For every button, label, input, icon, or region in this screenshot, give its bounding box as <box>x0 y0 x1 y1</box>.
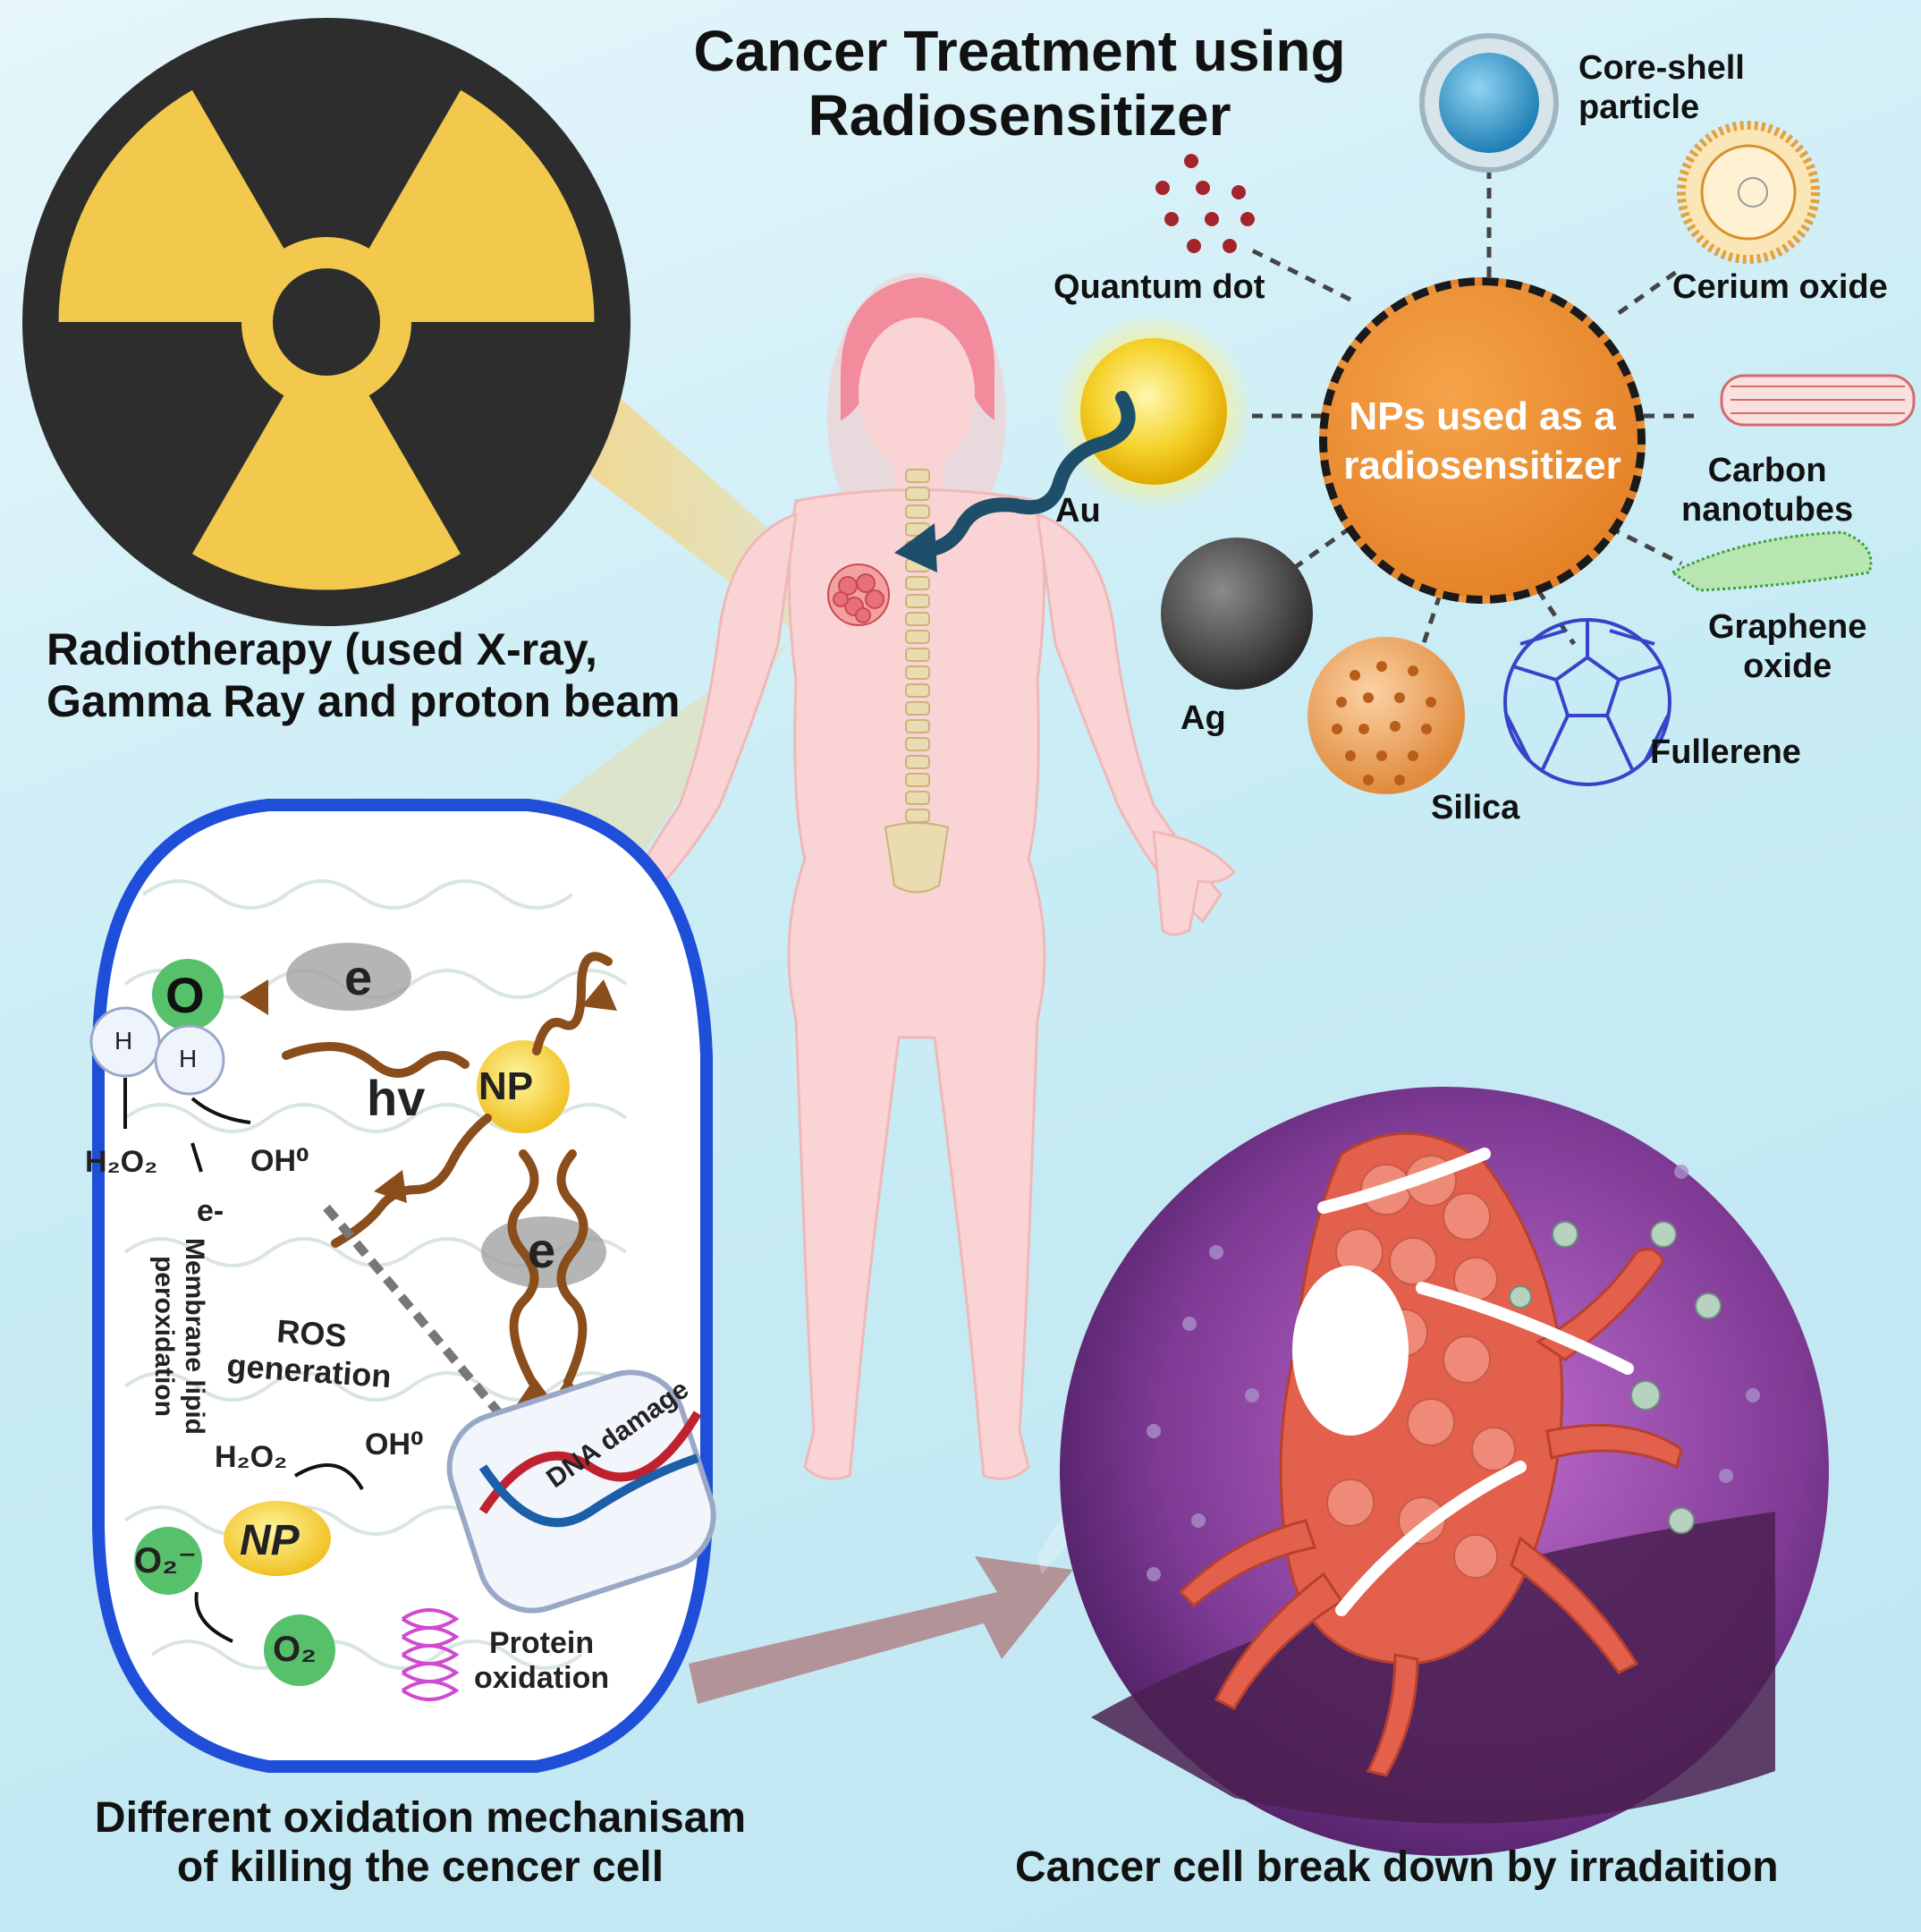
label-radiotherapy: Radiotherapy (used X-ray,Gamma Ray and p… <box>47 624 681 726</box>
arrow-cell-to-tumor <box>689 1556 1073 1704</box>
superoxide-atom-icon <box>134 1527 202 1595</box>
caption-cancer-breakdown: Cancer cell break down by irradaition <box>1015 1843 1779 1891</box>
text-hydrogen-1: H <box>114 1027 133 1055</box>
text-electron-2: e <box>528 1222 556 1278</box>
text-oh-b: OH⁰ <box>365 1428 424 1462</box>
fullerene-icon <box>1503 618 1671 786</box>
carbon-nanotube-icon <box>1720 374 1916 427</box>
text-oxygen: O <box>165 967 205 1023</box>
protein-icon <box>401 1608 460 1701</box>
arrow-head-icon-3 <box>374 1170 407 1203</box>
text-e-minus: e- <box>197 1194 224 1228</box>
electron-cloud-icon <box>286 943 411 1011</box>
text-h2o2-b: H₂O₂ <box>215 1440 288 1474</box>
text-superoxide: O₂⁻ <box>134 1541 197 1580</box>
label-quantum-dot: Quantum dot <box>1054 268 1265 306</box>
label-silica: Silica <box>1431 789 1520 826</box>
human-body-illustration <box>623 273 1237 1480</box>
label-ag: Ag <box>1181 699 1226 737</box>
tumor-spot <box>827 564 890 626</box>
radiation-symbol-icon <box>22 18 630 626</box>
core-shell-particle-icon <box>1419 33 1559 173</box>
page-title: Cancer Treatment using Radiosensitizer <box>617 19 1422 148</box>
hub-line-2: radiosensitizer <box>1343 443 1621 487</box>
hub-circle: NPs used as a radiosensitizer <box>1319 277 1646 604</box>
text-h2o2-a: H₂O₂ <box>85 1145 158 1179</box>
text-electron-1: e <box>344 949 373 1005</box>
title-line-2: Radiosensitizer <box>808 82 1231 148</box>
hub-connectors <box>1250 152 1699 663</box>
arrow-head-icon-4 <box>581 979 617 1011</box>
nanoparticle-np-icon-2 <box>224 1501 331 1576</box>
cerium-oxide-icon <box>1677 121 1820 264</box>
text-o2: O₂ <box>273 1630 317 1669</box>
title-line-1: Cancer Treatment using <box>693 19 1346 83</box>
text-np-1: NP <box>478 1064 534 1108</box>
graphene-oxide-icon <box>1670 530 1873 592</box>
reaction-arrows <box>123 1078 364 1643</box>
label-au: Au <box>1055 492 1101 530</box>
dashed-arrow-ros-to-dna <box>323 1204 518 1435</box>
oxygen-atom-icon <box>152 959 224 1030</box>
hydrogen-atom-icon-2 <box>154 1024 225 1096</box>
silica-icon <box>1307 637 1465 794</box>
text-oh-a: OH⁰ <box>250 1144 309 1178</box>
arrow-head-icon <box>894 523 937 572</box>
arrow-head-icon-2 <box>240 979 268 1015</box>
dna-damage-box <box>446 1369 716 1614</box>
text-np-2: NP <box>240 1517 300 1564</box>
text-hydrogen-2: H <box>179 1045 198 1072</box>
o2-atom-icon <box>264 1614 335 1686</box>
label-fullerene: Fullerene <box>1650 733 1801 771</box>
text-hv: hv <box>367 1070 426 1126</box>
photon-waves <box>282 952 613 1386</box>
ag-nanoparticle-icon <box>1161 538 1313 690</box>
tumor-breakdown-illustration <box>1060 1087 1829 1856</box>
quantum-dot-icon <box>1155 154 1255 253</box>
au-nanoparticle-icon <box>1055 313 1252 510</box>
label-cerium-oxide: Cerium oxide <box>1672 268 1888 306</box>
wavy-arrow-au-to-tumor <box>914 391 1136 557</box>
hub-line-1: NPs used as a <box>1349 394 1616 438</box>
nanoparticle-np-icon <box>477 1040 570 1133</box>
